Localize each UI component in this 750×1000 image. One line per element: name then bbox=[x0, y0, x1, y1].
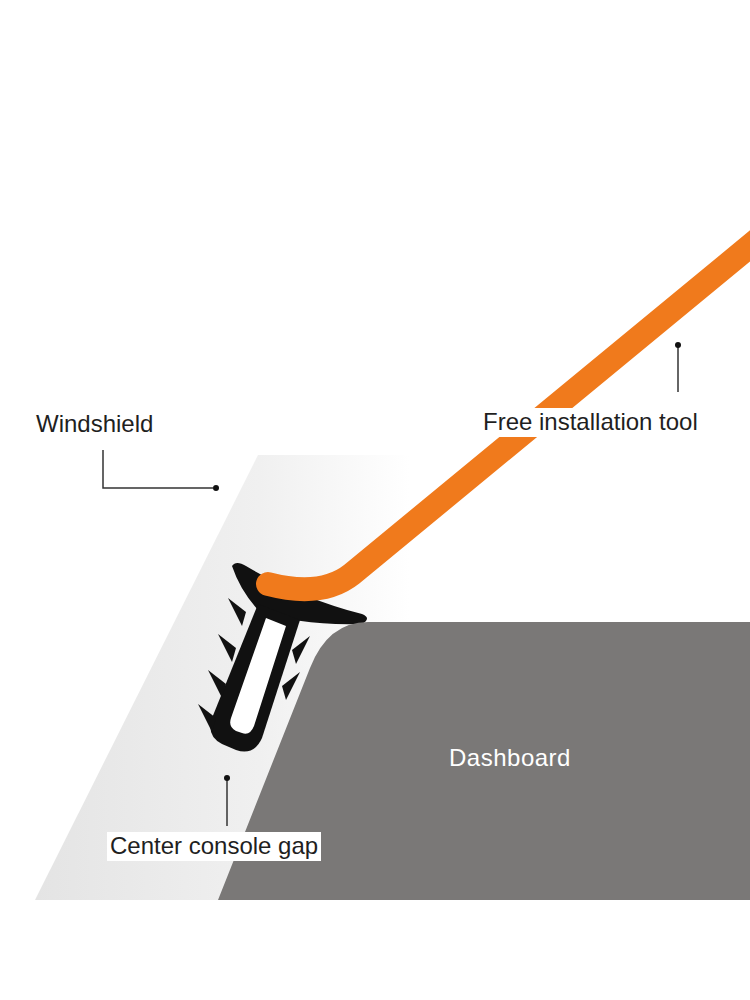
seal-barb bbox=[228, 598, 246, 626]
leader-line bbox=[226, 778, 228, 826]
seal-barb bbox=[282, 672, 300, 700]
leader-dot bbox=[213, 485, 219, 491]
leader-line bbox=[103, 450, 213, 488]
seal-hollow bbox=[230, 618, 286, 734]
leader-dot bbox=[675, 342, 681, 348]
callout-label: Center console gap bbox=[107, 832, 321, 861]
seal-barb bbox=[208, 670, 226, 698]
seal-barb bbox=[218, 634, 236, 662]
installation-tool bbox=[268, 236, 750, 589]
leader-line bbox=[677, 345, 679, 392]
seal-barb bbox=[292, 636, 310, 664]
leader-dot bbox=[224, 775, 230, 781]
callout-label: Free installation tool bbox=[480, 408, 701, 437]
seal-barb bbox=[198, 704, 216, 732]
part-name: Dashboard bbox=[449, 744, 571, 772]
callout-label: Windshield bbox=[33, 410, 156, 439]
